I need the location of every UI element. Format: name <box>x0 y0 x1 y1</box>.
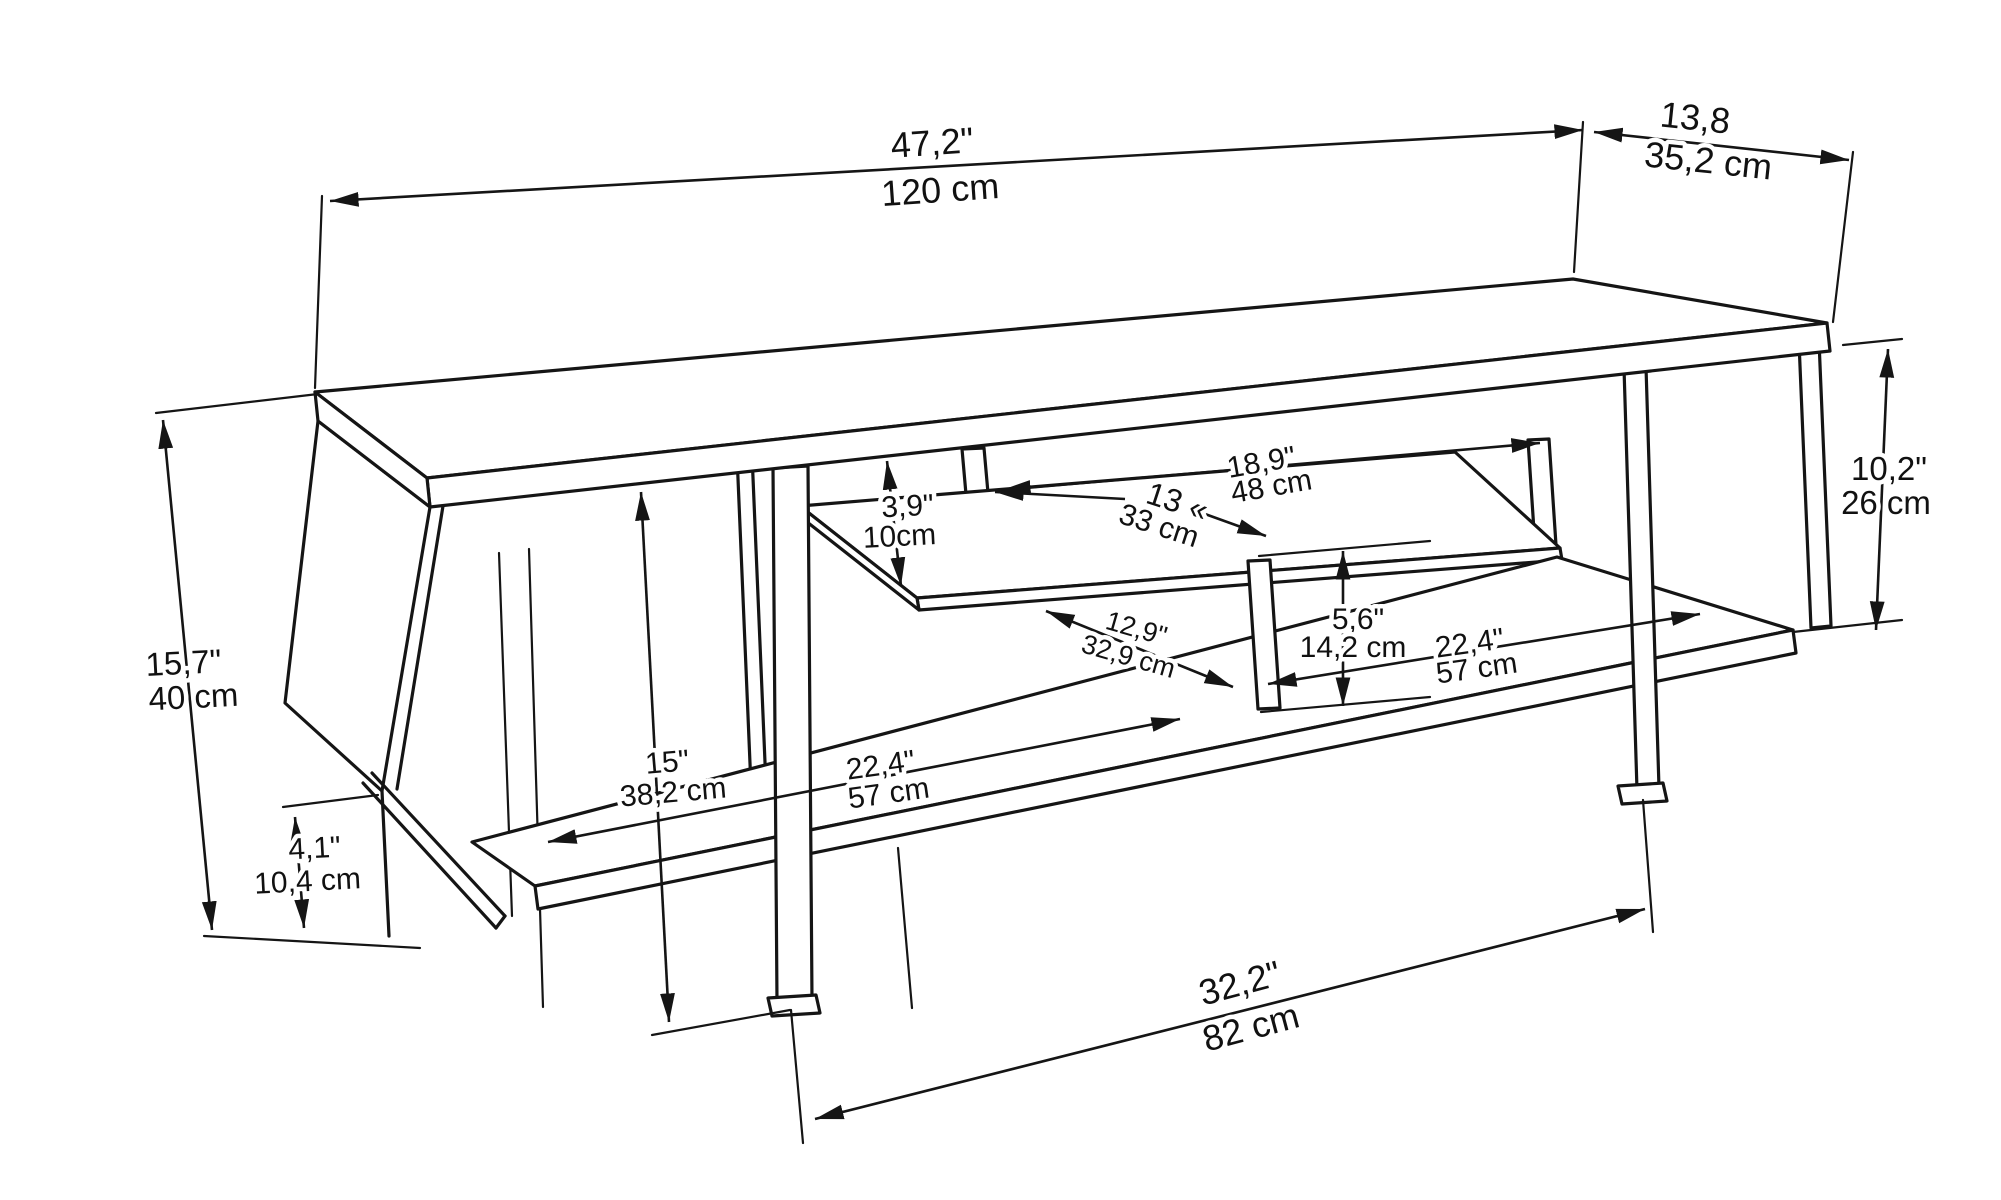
dim-label: 14,2 cm <box>1300 631 1407 664</box>
dim-label: 4,1" <box>287 831 341 867</box>
dim-label: 3,9" <box>880 489 934 525</box>
dim-open-height: 15" 38,2 cm <box>614 491 732 1023</box>
dim-label: 26 cm <box>1841 484 1931 521</box>
dim-label: 47,2" <box>889 119 975 166</box>
tabletop <box>313 277 1832 509</box>
dim-right-opening-height: 10,2" 26 cm <box>1837 348 1935 631</box>
metal-frame-middle-front-leg <box>771 464 814 1004</box>
dim-label: 13,8 <box>1658 94 1732 142</box>
dim-top-width: 47,2" 120 cm <box>329 115 1584 219</box>
dim-top-depth: 13,8 35,2 cm <box>1593 89 1850 192</box>
metal-frame-right <box>1616 339 1833 806</box>
left-strut <box>370 771 507 918</box>
construction-line <box>527 547 545 1009</box>
metal-frame-middle-back-leg <box>735 452 768 789</box>
dim-floor-span: 32,2" 82 cm <box>814 907 1646 1121</box>
metal-frame-right-front-leg <box>1797 339 1833 630</box>
dim-label: 15,7" <box>145 642 223 683</box>
metal-frame-right-foot <box>1616 781 1669 806</box>
dim-label: 22,4" <box>1433 622 1506 664</box>
dim-label: 10,2" <box>1851 450 1927 487</box>
dim-label: 10cm <box>862 518 937 555</box>
floor-line-middle <box>650 1008 792 1037</box>
tabletop-left-face <box>313 390 432 509</box>
furniture-wireframe <box>202 277 1833 1037</box>
tabletop-top-face <box>313 277 1829 480</box>
dim-label: 120 cm <box>880 165 1001 214</box>
dim-label: 35,2 cm <box>1642 133 1774 187</box>
dim-label: 40 cm <box>148 676 240 718</box>
dim-label: 10,4 cm <box>253 862 361 901</box>
bottom-shelf <box>470 555 1798 911</box>
floor-line-left <box>202 934 422 950</box>
dim-left-height: 15,7" 40 cm <box>140 419 244 931</box>
bottom-shelf-top <box>470 555 1795 888</box>
left-side-panel <box>202 419 507 950</box>
dim-foot-height: 4,1" 10,4 cm <box>249 816 366 929</box>
dim-diagonal-opening: 12,9" 32,9 cm <box>1045 601 1234 689</box>
construction-line <box>896 846 914 1010</box>
metal-frame-right-back-leg <box>1622 365 1661 792</box>
dim-right-opening-width: 22,4" 57 cm <box>1267 611 1701 695</box>
